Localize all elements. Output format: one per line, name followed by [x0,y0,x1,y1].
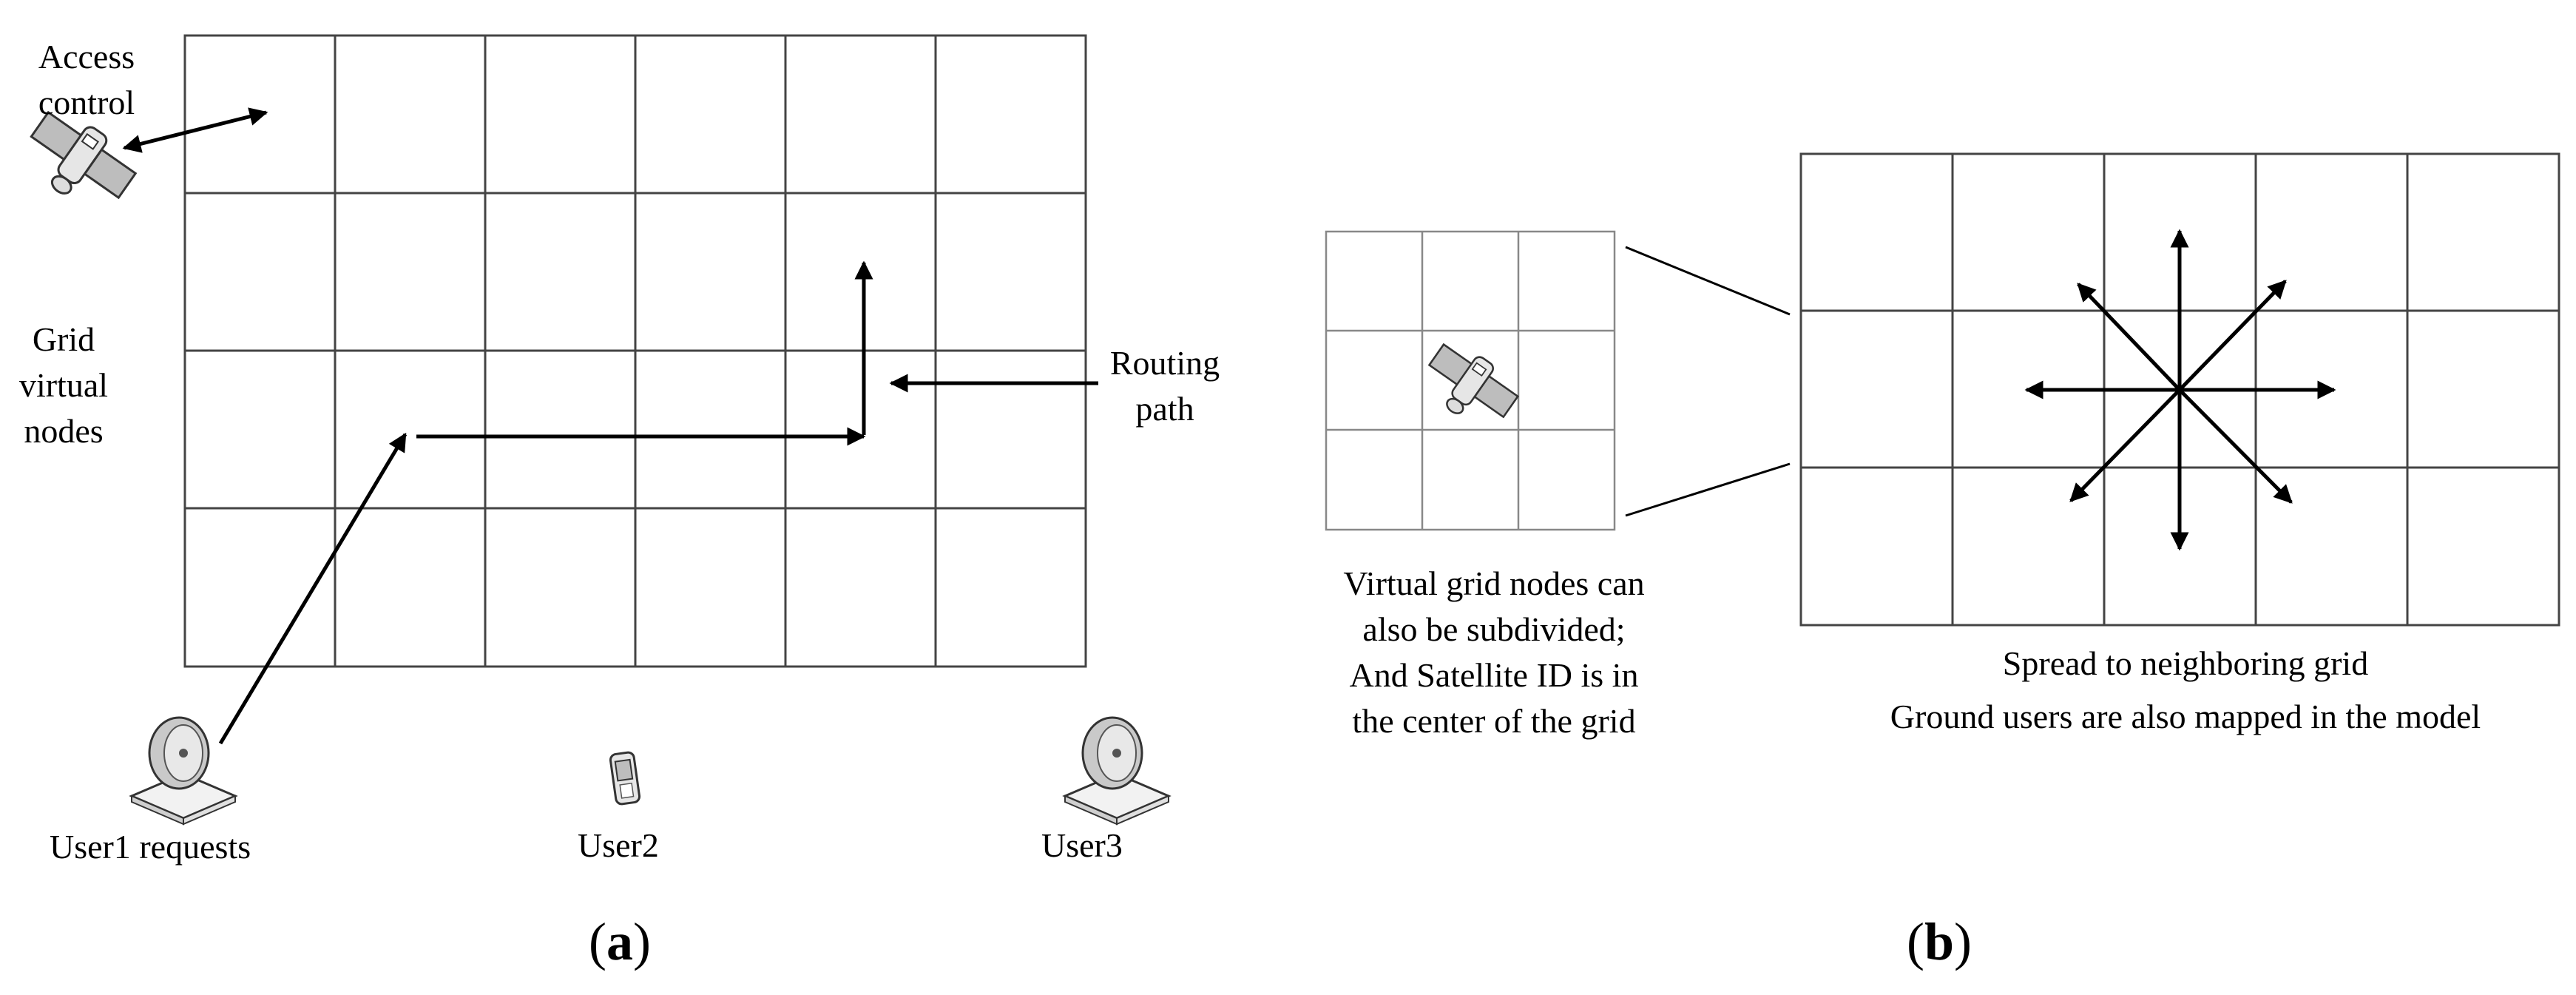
satellite-icon [30,110,138,200]
satellite-icon [1427,343,1520,419]
zoom-line-bottom [1625,462,1791,517]
grid-virtual-nodes-label: Grid virtual nodes [18,320,109,450]
routing-path [218,260,1098,745]
mobile-phone-icon [609,751,641,806]
spread-label: Spread to neighboring grid [2002,644,2369,682]
ground-users-label: Ground users are also mapped in the mode… [1890,698,2481,735]
user3-label: User3 [1041,826,1123,864]
small-grid-caption: Virtual grid nodes can also be subdivide… [1343,564,1645,740]
access-control-label: Access control [38,38,135,121]
panel-a-caption: (a) [589,912,651,971]
user1-label: User1 requests [50,828,251,866]
spread-arrows [2024,229,2336,551]
access-control-arrow [122,107,268,153]
panel-a-grid [183,34,1087,668]
routing-path-label: Routing path [1109,344,1220,428]
dish-antenna-icon [1062,716,1172,826]
user2-label: User2 [578,826,659,864]
panel-b-small-grid [1325,230,1616,531]
panel-b-caption: (b) [1906,912,1972,971]
dish-antenna-icon [129,716,238,826]
zoom-line-top [1625,246,1791,316]
